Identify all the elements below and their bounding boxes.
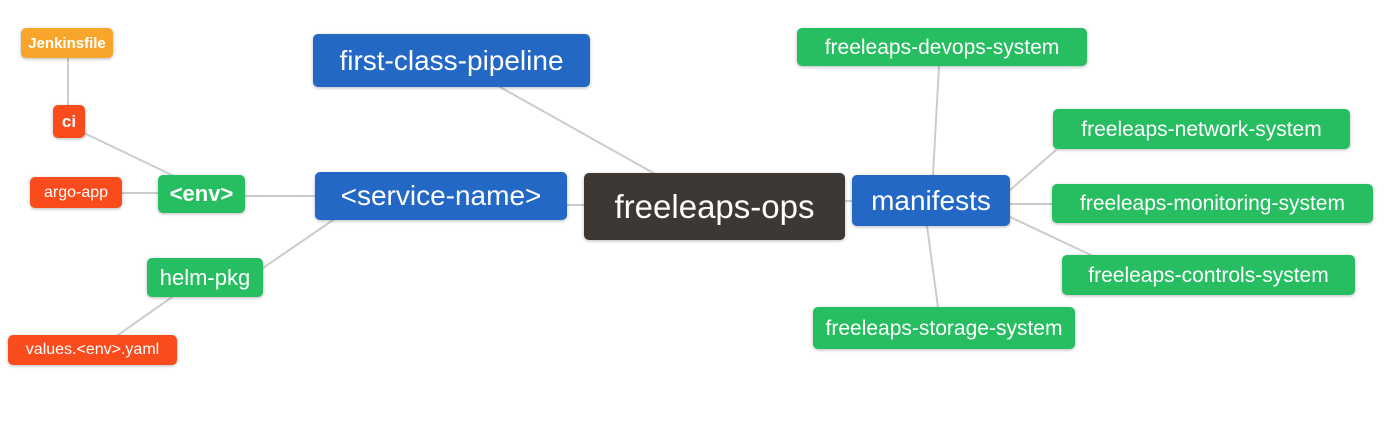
- node-freeleaps-controls-system[interactable]: freeleaps-controls-system: [1062, 255, 1355, 295]
- node-argo-app[interactable]: argo-app: [30, 177, 122, 208]
- node-values-env-yaml[interactable]: values.<env>.yaml: [8, 335, 177, 365]
- node-freeleaps-monitoring-system[interactable]: freeleaps-monitoring-system: [1052, 184, 1373, 223]
- edge-values-env-yaml--helm-pkg: [117, 296, 173, 336]
- edge-manifests--freeleaps-devops-system: [932, 65, 940, 176]
- node-env[interactable]: <env>: [158, 175, 245, 213]
- edge-ci--env: [83, 132, 177, 178]
- node-jenkinsfile[interactable]: Jenkinsfile: [21, 28, 113, 58]
- edge-manifests--freeleaps-network-system: [1009, 149, 1057, 191]
- edge-helm-pkg--service-name: [262, 219, 334, 269]
- node-service-name[interactable]: <service-name>: [315, 172, 567, 220]
- node-manifests[interactable]: manifests: [852, 175, 1010, 226]
- node-freeleaps-storage-system[interactable]: freeleaps-storage-system: [813, 307, 1075, 349]
- node-first-class-pipeline[interactable]: first-class-pipeline: [313, 34, 590, 87]
- node-freeleaps-devops-system[interactable]: freeleaps-devops-system: [797, 28, 1087, 66]
- edge-first-class-pipeline--freeleaps-ops: [499, 86, 658, 176]
- node-ci[interactable]: ci: [53, 105, 85, 138]
- node-freeleaps-ops[interactable]: freeleaps-ops: [584, 173, 845, 240]
- edge-manifests--freeleaps-storage-system: [926, 225, 939, 308]
- node-freeleaps-network-system[interactable]: freeleaps-network-system: [1053, 109, 1350, 149]
- node-helm-pkg[interactable]: helm-pkg: [147, 258, 263, 297]
